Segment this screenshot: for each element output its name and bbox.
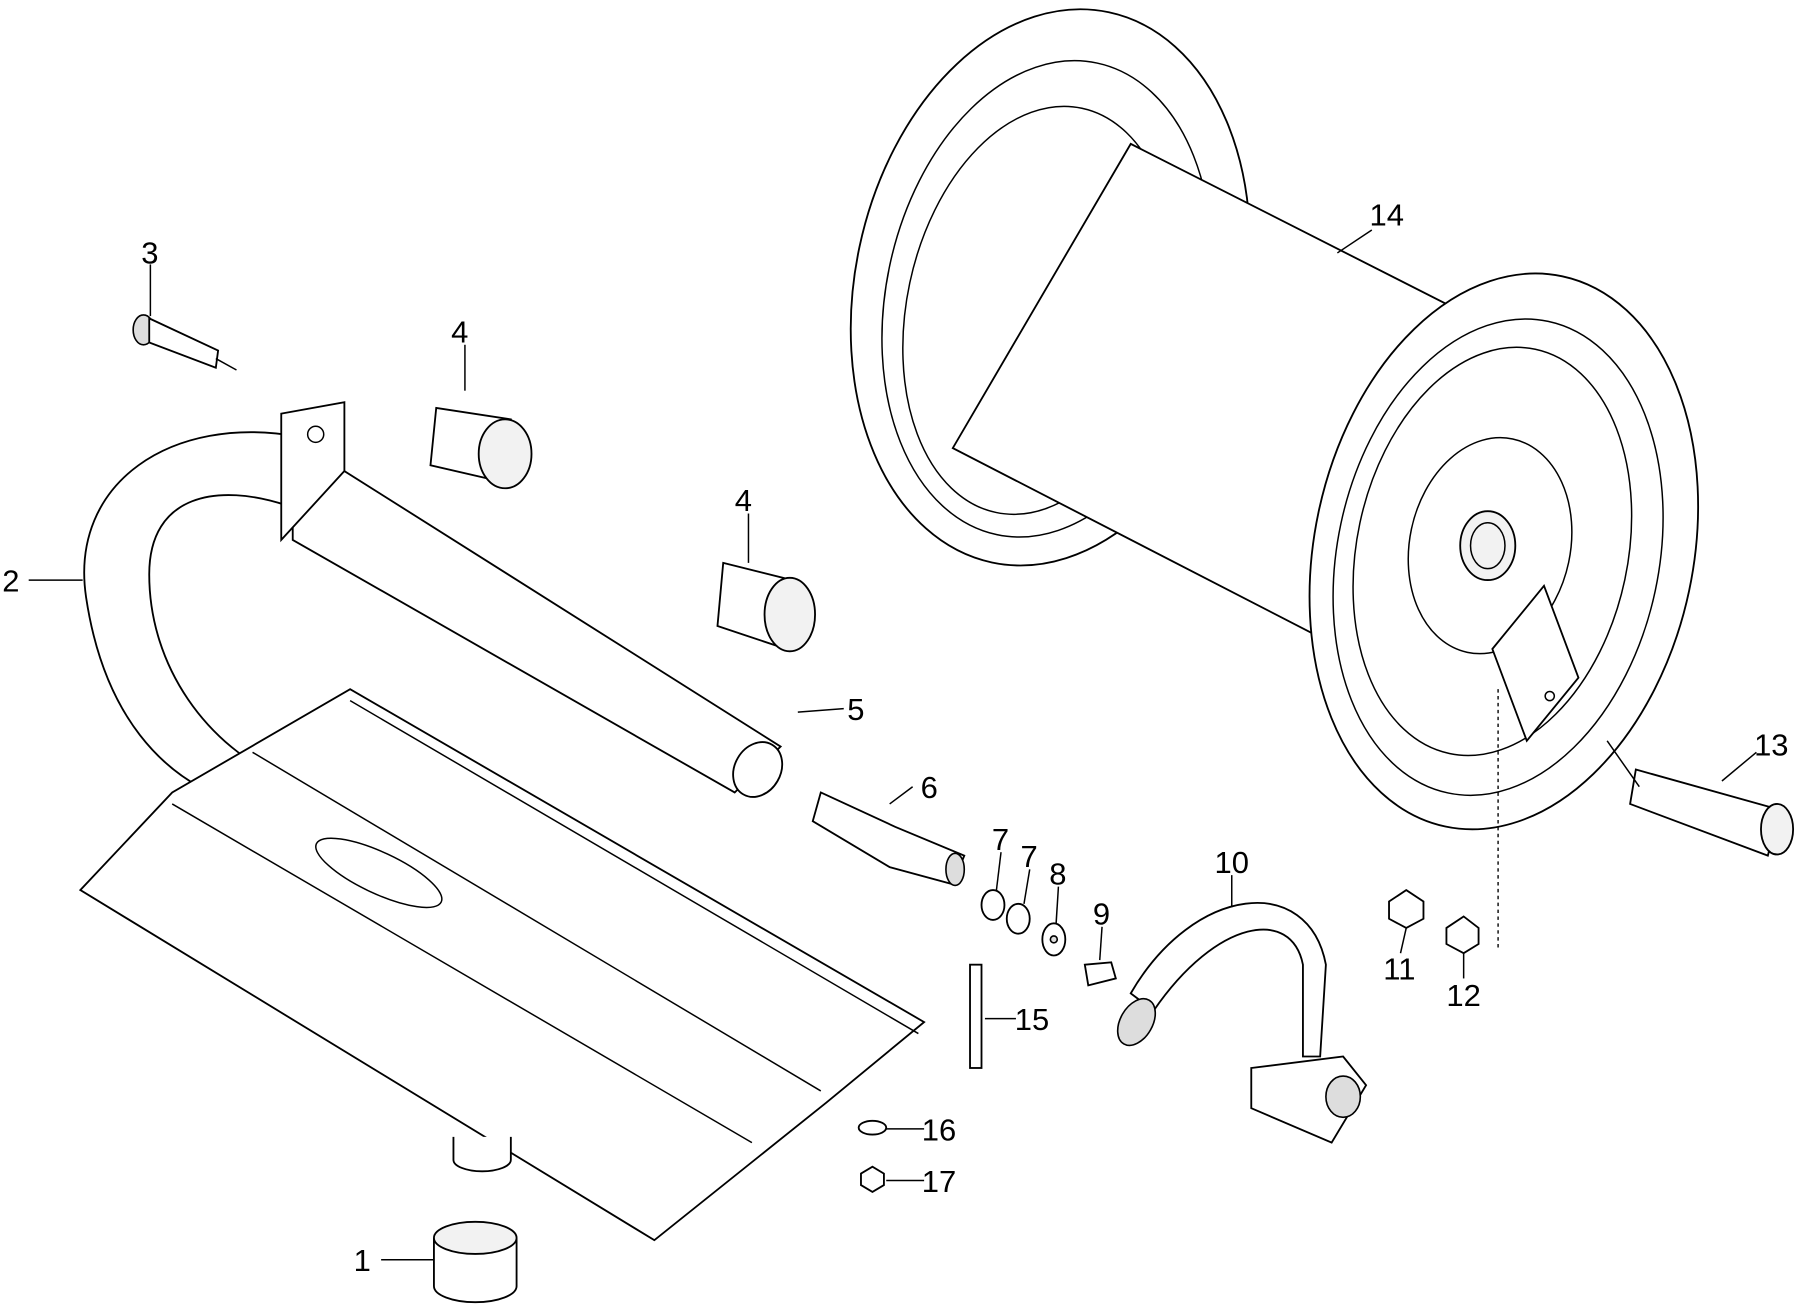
callout-14: 14 — [1370, 197, 1404, 232]
tray — [78, 688, 926, 1242]
callout-8: 8 — [1049, 856, 1066, 891]
nuts-11-12 — [1388, 689, 1499, 955]
callout-7a: 7 — [992, 822, 1009, 857]
callout-13: 13 — [1754, 728, 1788, 763]
callout-5: 5 — [847, 692, 864, 727]
callout-17: 17 — [922, 1164, 956, 1199]
callout-2: 2 — [2, 564, 19, 599]
callout-11: 11 — [1383, 952, 1415, 987]
callout-9: 9 — [1093, 896, 1110, 931]
callout-16: 16 — [922, 1112, 956, 1147]
callout-10: 10 — [1215, 845, 1249, 880]
bolt-16-17 — [857, 963, 983, 1194]
callout-7b: 7 — [1021, 839, 1038, 874]
frame-part-2 — [83, 401, 784, 805]
rings-washers — [980, 889, 1117, 987]
callout-15: 15 — [1015, 1002, 1049, 1037]
sleeve-parts-4 — [429, 406, 816, 653]
callout-3: 3 — [141, 235, 158, 270]
drum-part-14 — [849, 8, 1700, 831]
callout-12: 12 — [1446, 978, 1480, 1013]
callout-6: 6 — [921, 770, 938, 805]
bushing-part-1 — [433, 1136, 518, 1304]
swivel-part-6 — [811, 791, 966, 887]
hose-elbow-part-10 — [1116, 902, 1368, 1144]
callout-4b: 4 — [735, 483, 752, 518]
leader-lines — [28, 229, 1757, 1261]
handle-part-13 — [1606, 740, 1795, 857]
callout-1: 1 — [354, 1243, 371, 1278]
fitting-part-3 — [132, 314, 237, 371]
callout-4a: 4 — [451, 314, 468, 349]
